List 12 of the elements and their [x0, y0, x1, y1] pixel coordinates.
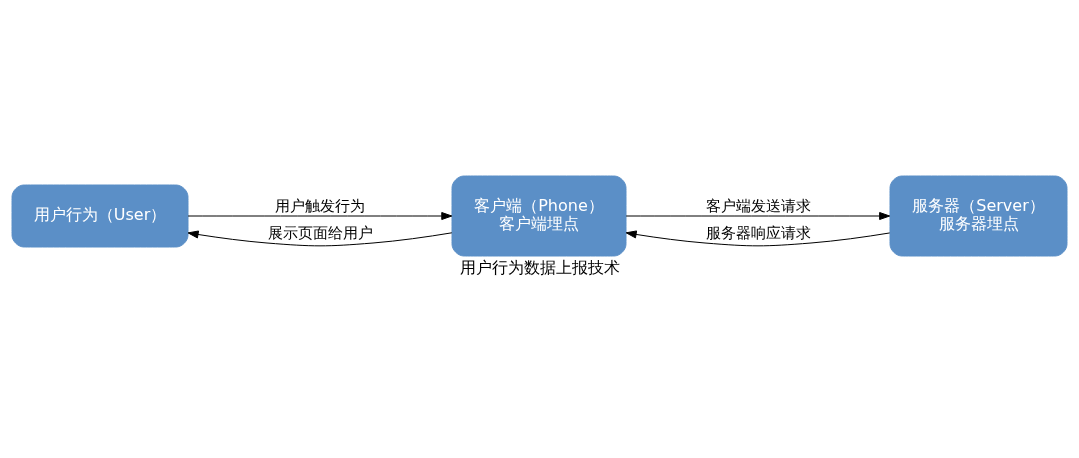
edge-label: 客户端发送请求 — [705, 197, 811, 215]
arrow — [625, 212, 891, 220]
arrow — [187, 230, 453, 247]
caption: 用户行为数据上报技术 — [459, 257, 620, 277]
node-box: 服务器（Server） 服务器埋点 — [889, 175, 1068, 257]
edge-label: 服务器响应请求 — [705, 224, 811, 242]
node-box: 客户端（Phone） 客户端埋点 — [451, 175, 627, 257]
edge-label: 展示页面给用户 — [267, 224, 373, 242]
edge-label: 用户触发行为 — [275, 197, 365, 215]
arrow — [187, 212, 453, 220]
arrow — [625, 230, 891, 247]
node-box: 用户行为（User） — [11, 184, 189, 248]
